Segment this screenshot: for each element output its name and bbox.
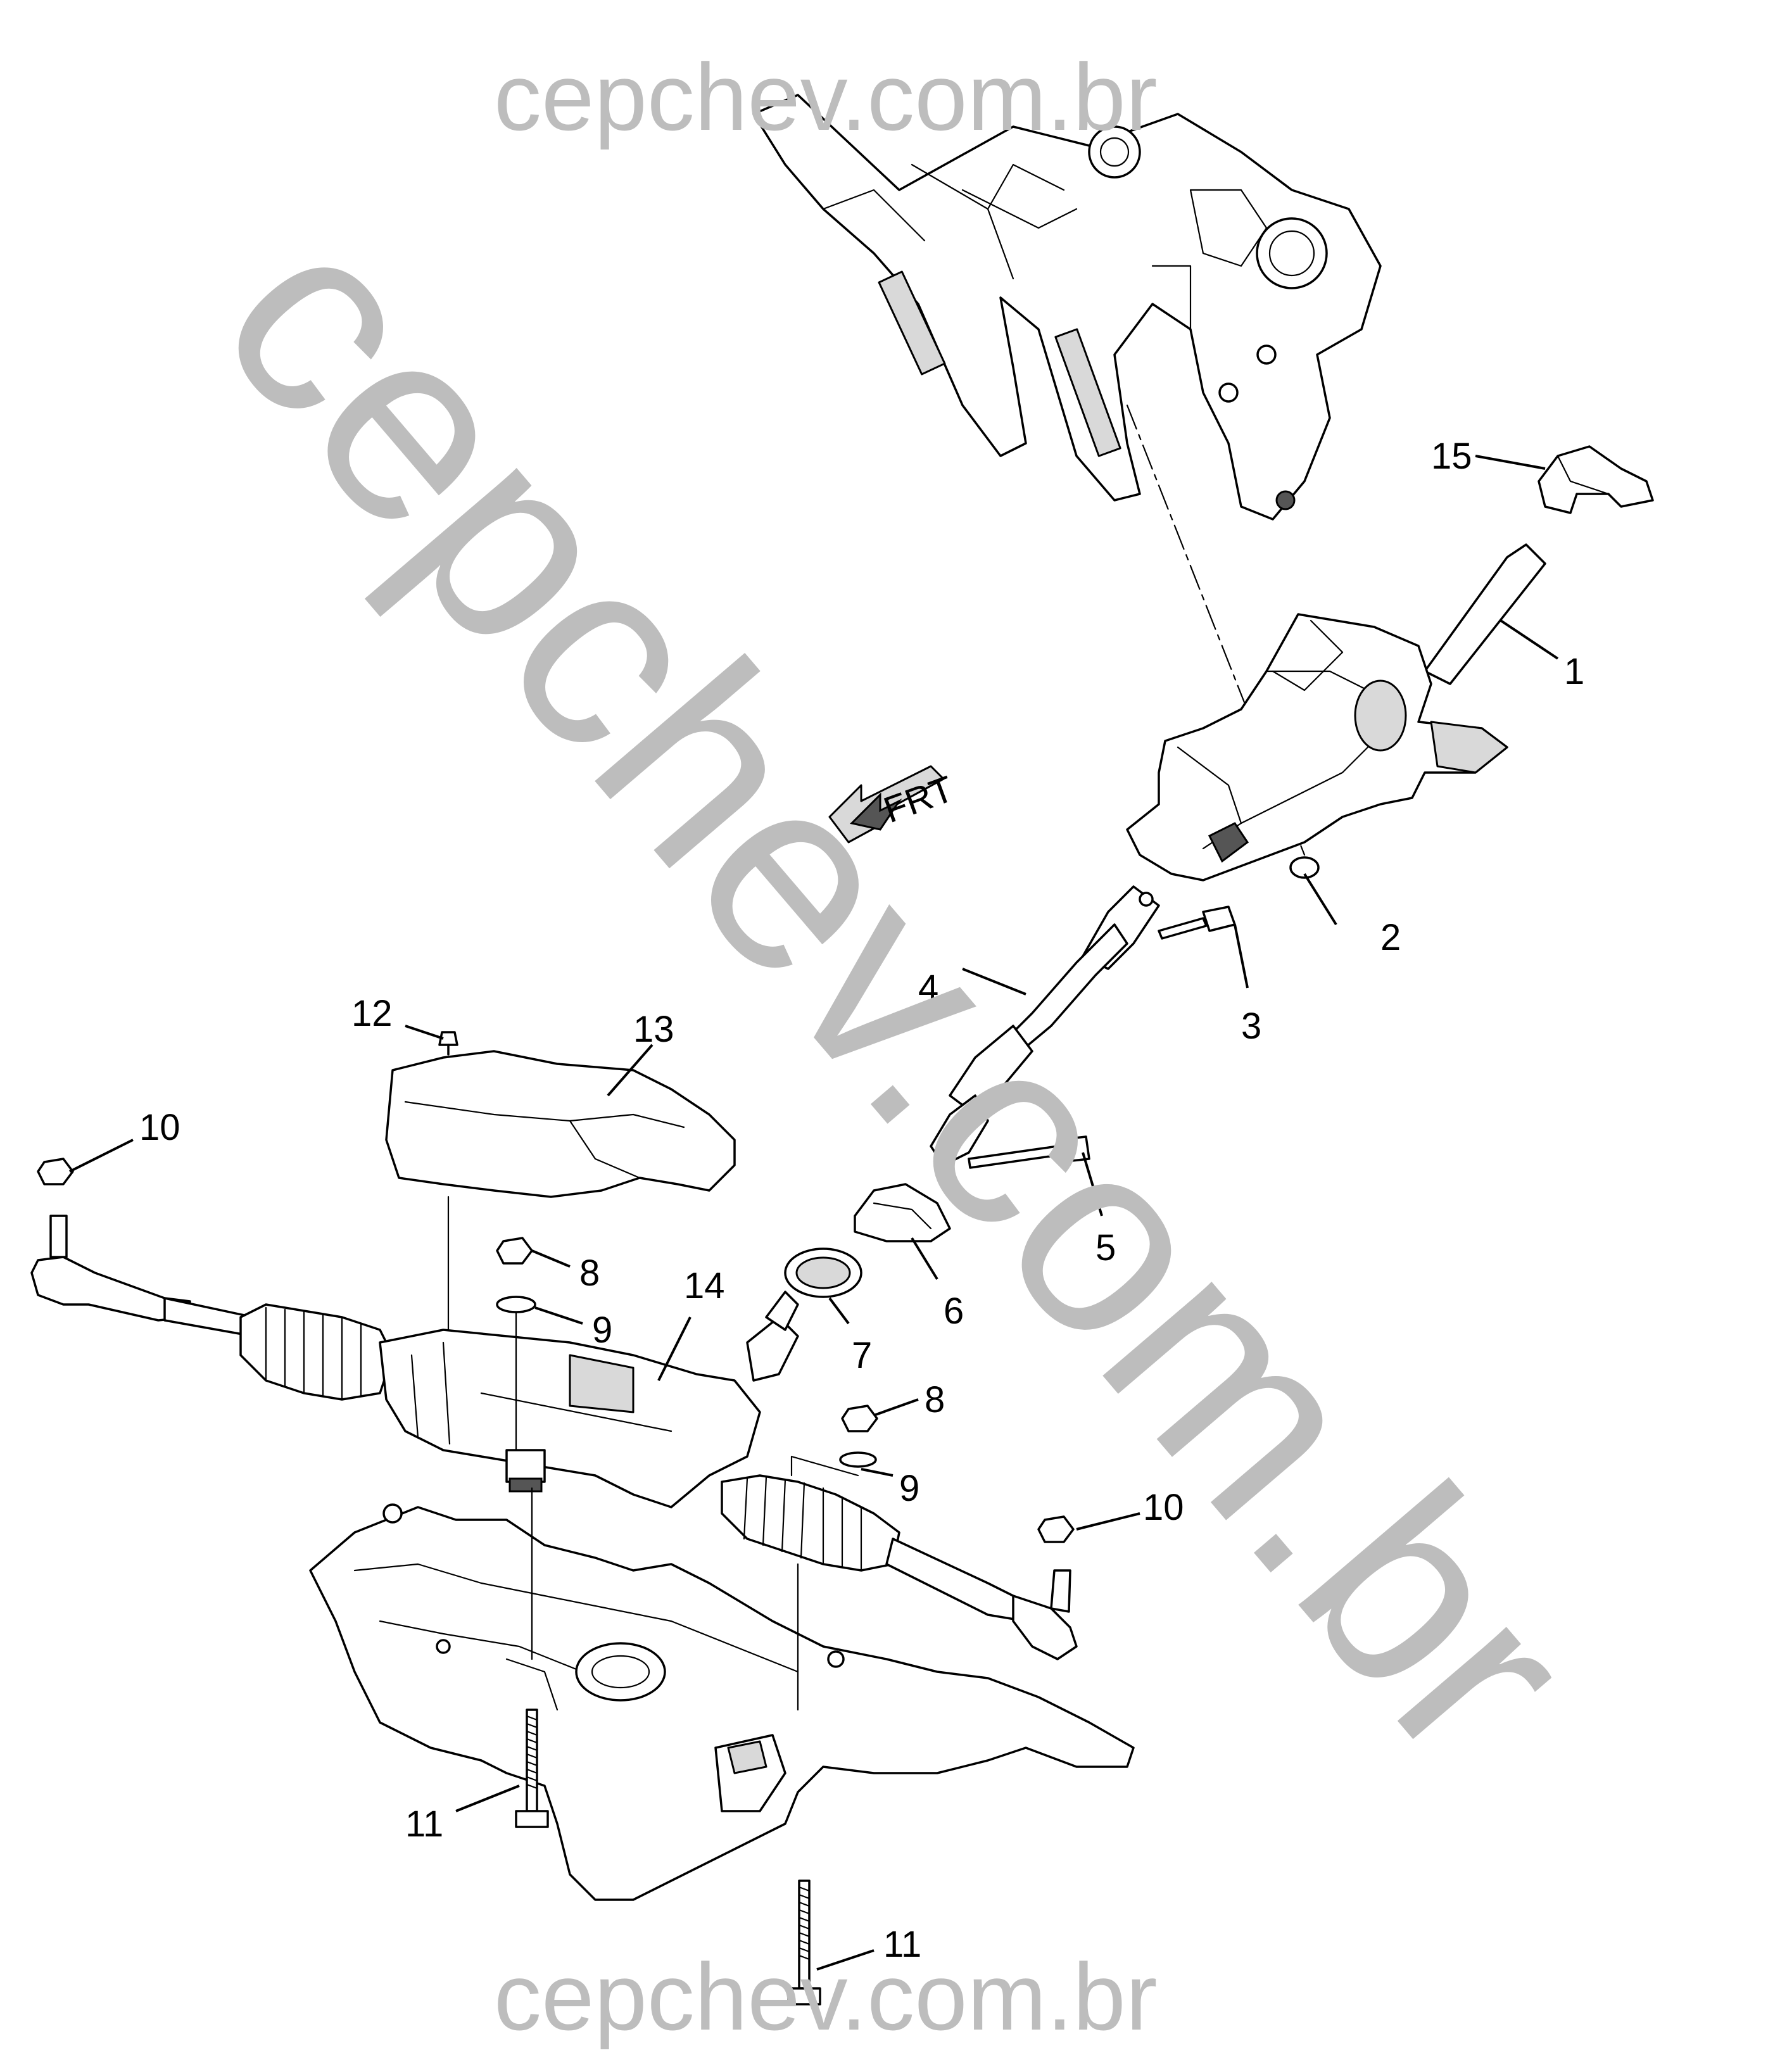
front-subframe	[309, 1503, 1135, 1901]
washer-upper	[496, 1296, 536, 1313]
callout-6: 6	[944, 1291, 964, 1332]
intermediate-shaft	[930, 885, 1160, 1166]
watermark-top: cepchev.com.br	[494, 44, 1158, 150]
nut-lower	[841, 1405, 878, 1432]
callout-11-left: 11	[405, 1804, 443, 1845]
callout-1: 1	[1564, 651, 1584, 692]
steering-column	[1126, 543, 1546, 881]
callout-7: 7	[852, 1335, 872, 1376]
callout-11-right: 11	[883, 1924, 921, 1965]
callout-14: 14	[684, 1265, 725, 1306]
shaft-pinch-bolt	[968, 1135, 1090, 1169]
shaft-bolt-upper	[1158, 906, 1236, 940]
callout-9-upper: 9	[592, 1310, 612, 1351]
callout-3: 3	[1241, 1006, 1261, 1047]
callout-9-lower: 9	[899, 1468, 919, 1509]
heat-shield-bolt	[438, 1031, 458, 1056]
subframe-bolt-right	[787, 1879, 821, 2006]
watermark-bottom: cepchev.com.br	[494, 1943, 1158, 2050]
callout-5: 5	[1096, 1227, 1116, 1268]
column-washer	[1289, 856, 1320, 879]
callout-15: 15	[1431, 436, 1472, 477]
callout-12: 12	[351, 993, 393, 1034]
nut-upper	[496, 1237, 533, 1265]
subframe-bolt-left	[515, 1709, 549, 1828]
callouts: 15 1 2 3 4 5 6 7 8 8 9 9 10 10 11 11 12 …	[139, 436, 1584, 1965]
callout-10-left: 10	[139, 1107, 180, 1148]
callout-13: 13	[633, 1009, 674, 1050]
steering-gear	[30, 1215, 1078, 1660]
callout-8-upper: 8	[579, 1253, 600, 1294]
callout-10-right: 10	[1143, 1487, 1184, 1528]
heat-shield	[385, 1050, 736, 1198]
dash-seal	[854, 1183, 951, 1242]
column-bracket	[1538, 445, 1654, 514]
callout-2: 2	[1380, 917, 1401, 958]
leader-lines	[69, 455, 1559, 1971]
tie-rod-nut-left	[37, 1158, 74, 1185]
grommet-seal	[784, 1248, 862, 1298]
callout-8-lower: 8	[925, 1379, 945, 1420]
tie-rod-nut-right	[1037, 1515, 1075, 1543]
washer-lower	[839, 1451, 877, 1468]
cross-car-beam	[752, 94, 1382, 521]
front-arrow-icon	[828, 765, 945, 843]
callout-4: 4	[918, 968, 938, 1009]
